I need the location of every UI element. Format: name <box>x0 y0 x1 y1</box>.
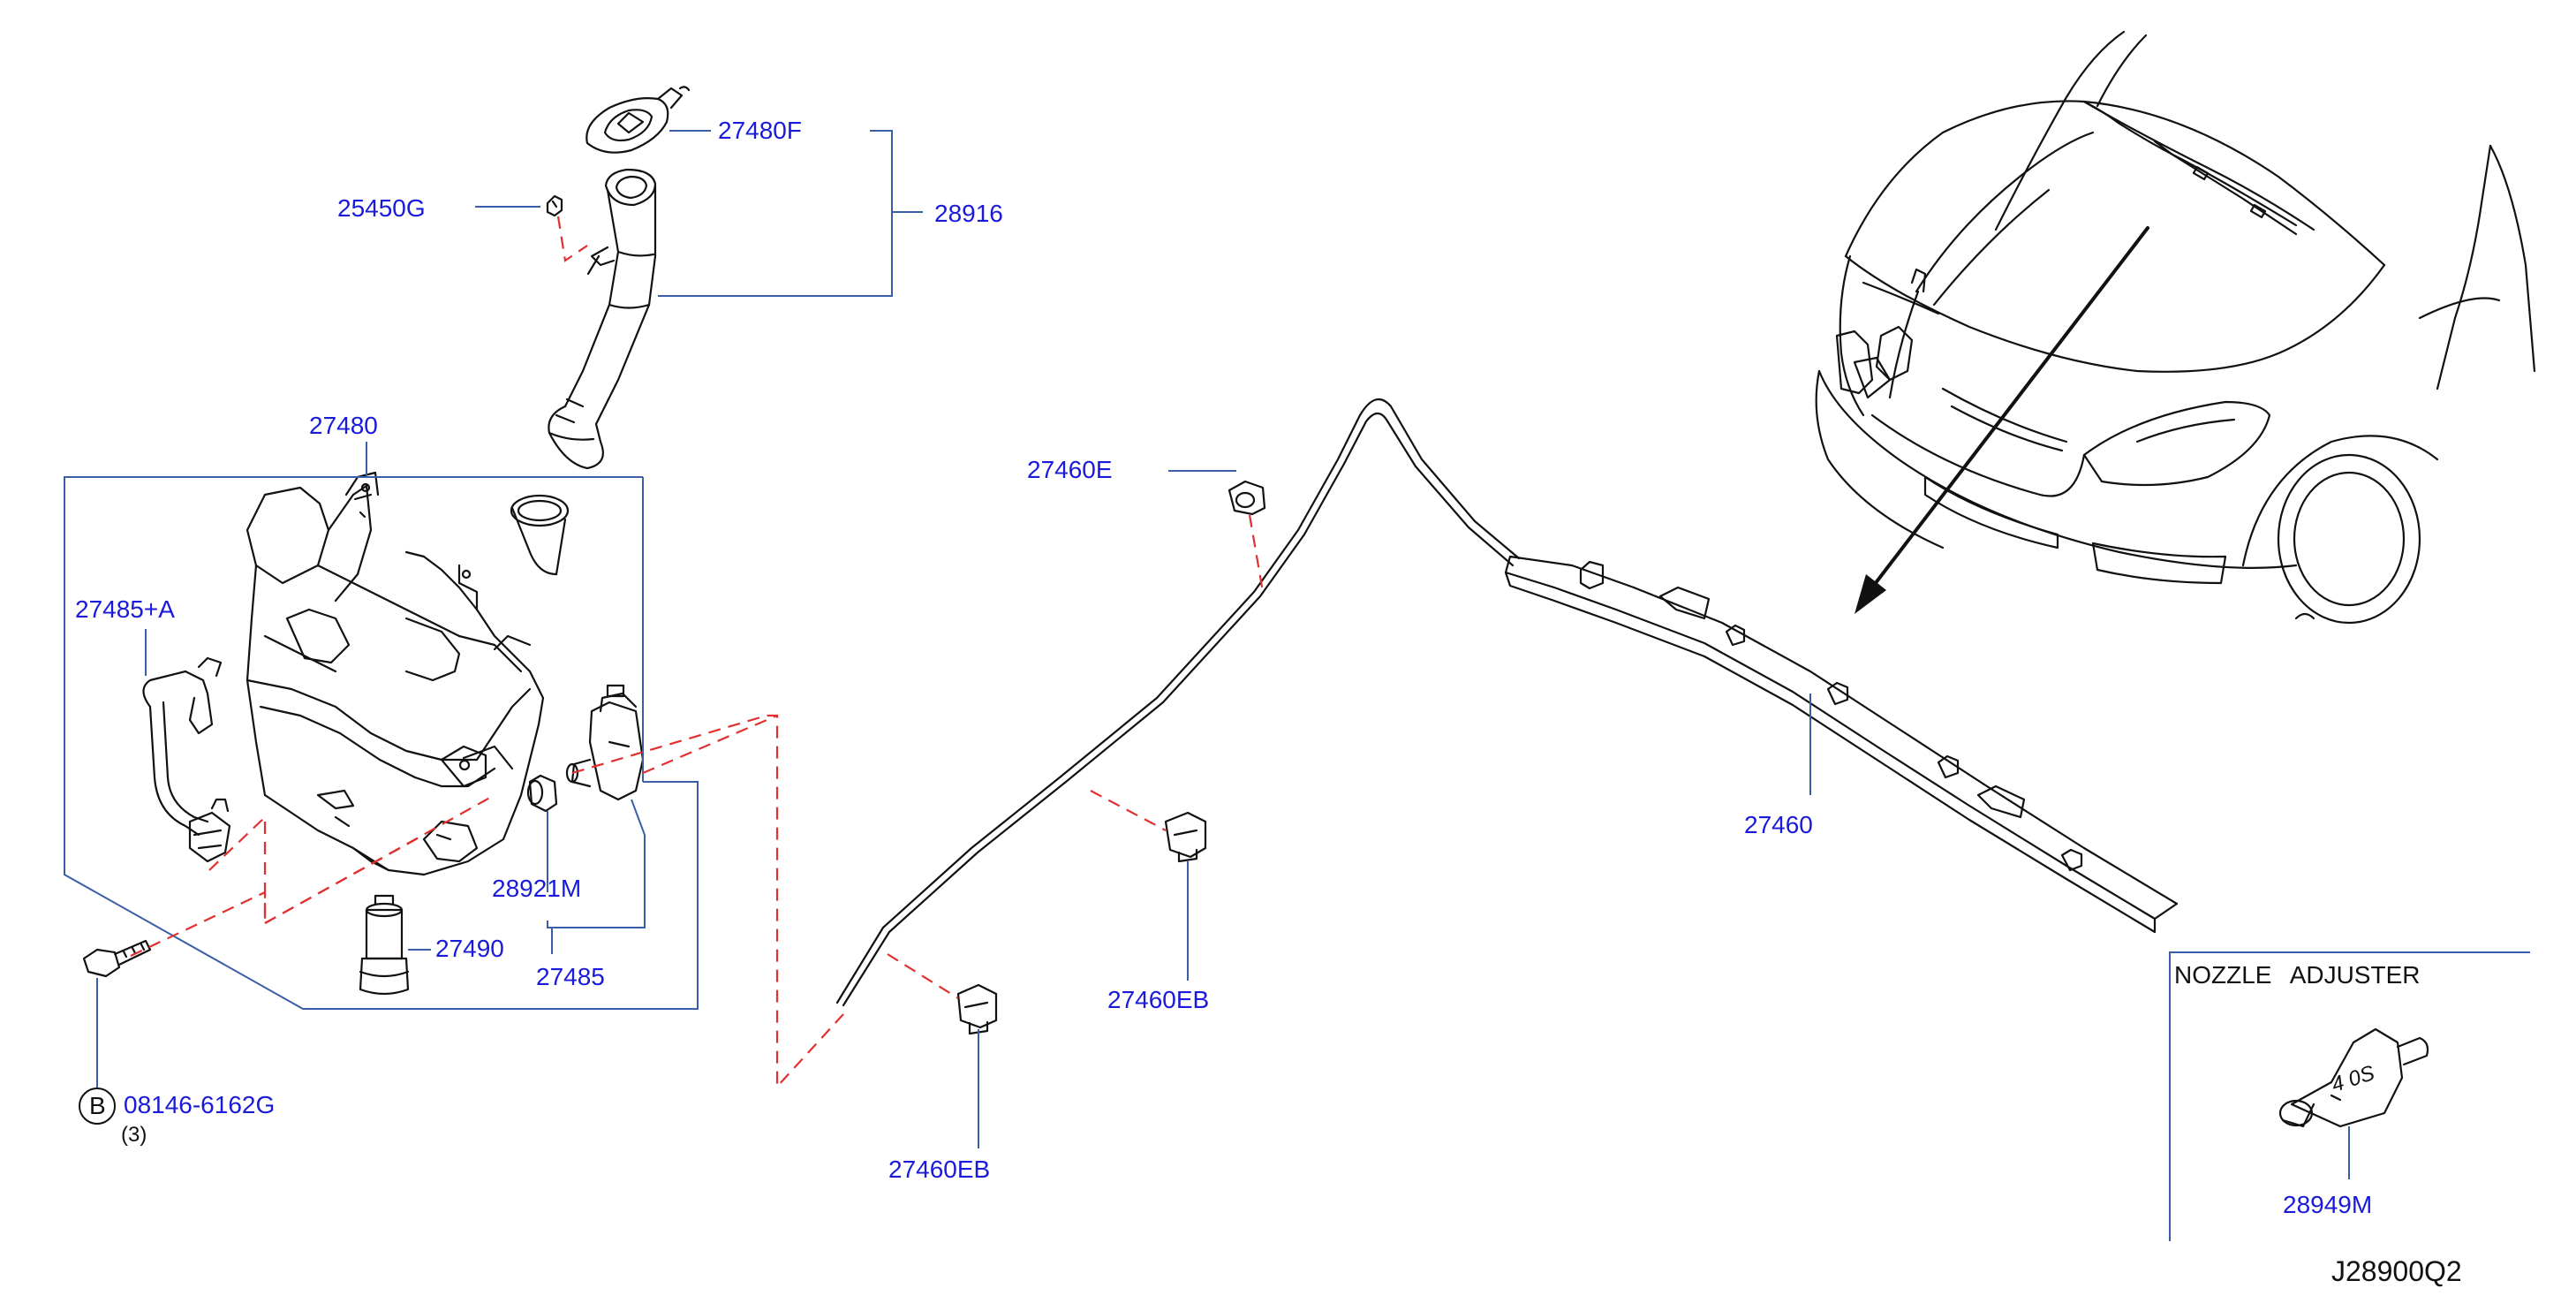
label-27480f: 27480F <box>718 117 802 144</box>
label-27480: 27480 <box>309 412 378 439</box>
clip-27460e <box>1228 480 1266 516</box>
label-28921m: 28921M <box>492 875 582 902</box>
leader-lines <box>64 130 2530 1241</box>
clip-27460eb-upper <box>1164 811 1207 863</box>
level-sensor-27490 <box>359 894 410 996</box>
label-08146-6162g: 08146-6162G <box>124 1091 276 1118</box>
hose-27485a <box>142 656 231 863</box>
filler-cap <box>585 86 691 154</box>
bolt-badge-letter: B <box>89 1092 106 1119</box>
label-27460eb-upper: 27460EB <box>1107 986 1210 1013</box>
washer-pump <box>565 684 645 801</box>
label-27460eb-lower: 27460EB <box>888 1156 991 1183</box>
label-27490: 27490 <box>435 935 504 962</box>
diagram-id: J28900Q2 <box>2331 1255 2462 1287</box>
washer-tank <box>246 471 570 876</box>
label-25450g: 25450G <box>337 194 426 222</box>
filler-neck <box>548 168 657 470</box>
label-27460: 27460 <box>1744 811 1813 838</box>
car-front-illustration <box>1815 30 2536 625</box>
direction-arrow <box>1855 226 2149 614</box>
inset-title: NOZZLE ADJUSTER <box>2174 961 2421 989</box>
grommet-28921m <box>526 774 558 813</box>
label-27460e: 27460E <box>1027 456 1113 483</box>
dashed-assembly-lines <box>130 216 1265 1089</box>
label-28949m: 28949M <box>2283 1191 2373 1218</box>
nozzle-adjuster-tool <box>2278 1027 2429 1128</box>
label-27485: 27485 <box>536 963 605 990</box>
clip-27460eb-lower <box>956 983 998 1035</box>
washer-hose-27460 <box>835 398 2179 1007</box>
clip-25450g <box>546 194 563 217</box>
label-bolt-qty: (3) <box>121 1123 147 1147</box>
bolt-badge-circle <box>79 1087 116 1125</box>
label-27485a: 27485+A <box>75 595 175 623</box>
label-28916: 28916 <box>934 200 1003 227</box>
bolt-08146 <box>82 939 152 978</box>
